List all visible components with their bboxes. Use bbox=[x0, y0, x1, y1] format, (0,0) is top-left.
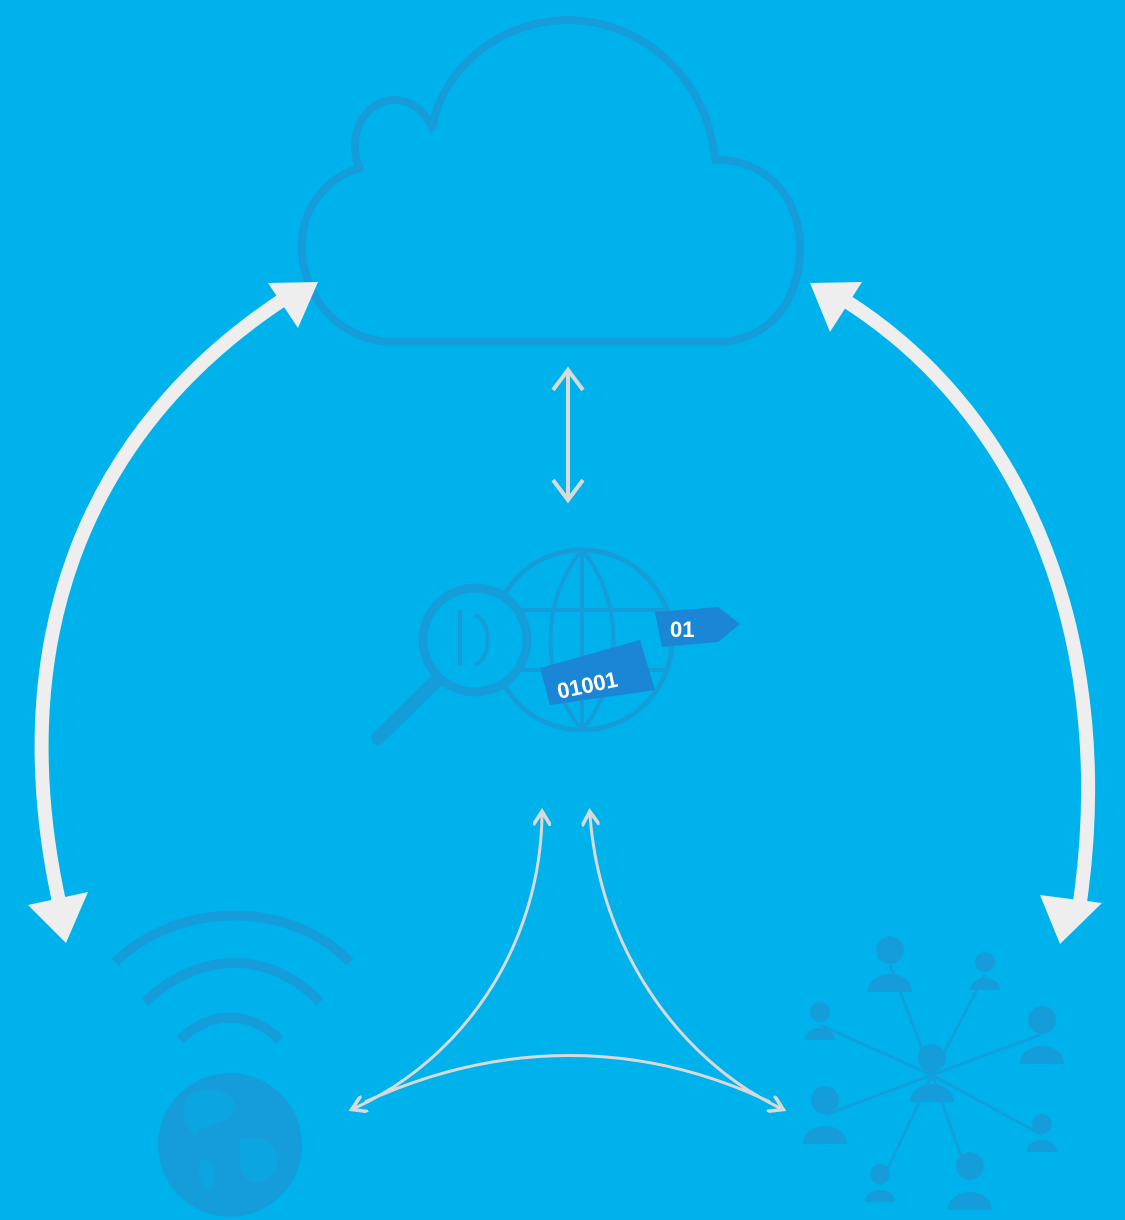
triangle-arrows bbox=[355, 815, 780, 1108]
binary-short-label: 01 bbox=[670, 617, 694, 642]
center-vertical-arrow bbox=[551, 366, 585, 504]
binary-badge-long: 01001 bbox=[540, 640, 655, 705]
cloud-icon bbox=[297, 16, 804, 346]
wifi-globe-icon bbox=[111, 910, 354, 1217]
people-network-icon bbox=[803, 936, 1064, 1210]
right-double-arrow bbox=[810, 282, 1102, 944]
left-double-arrow bbox=[28, 282, 318, 943]
binary-badge-short: 01 bbox=[655, 607, 740, 647]
